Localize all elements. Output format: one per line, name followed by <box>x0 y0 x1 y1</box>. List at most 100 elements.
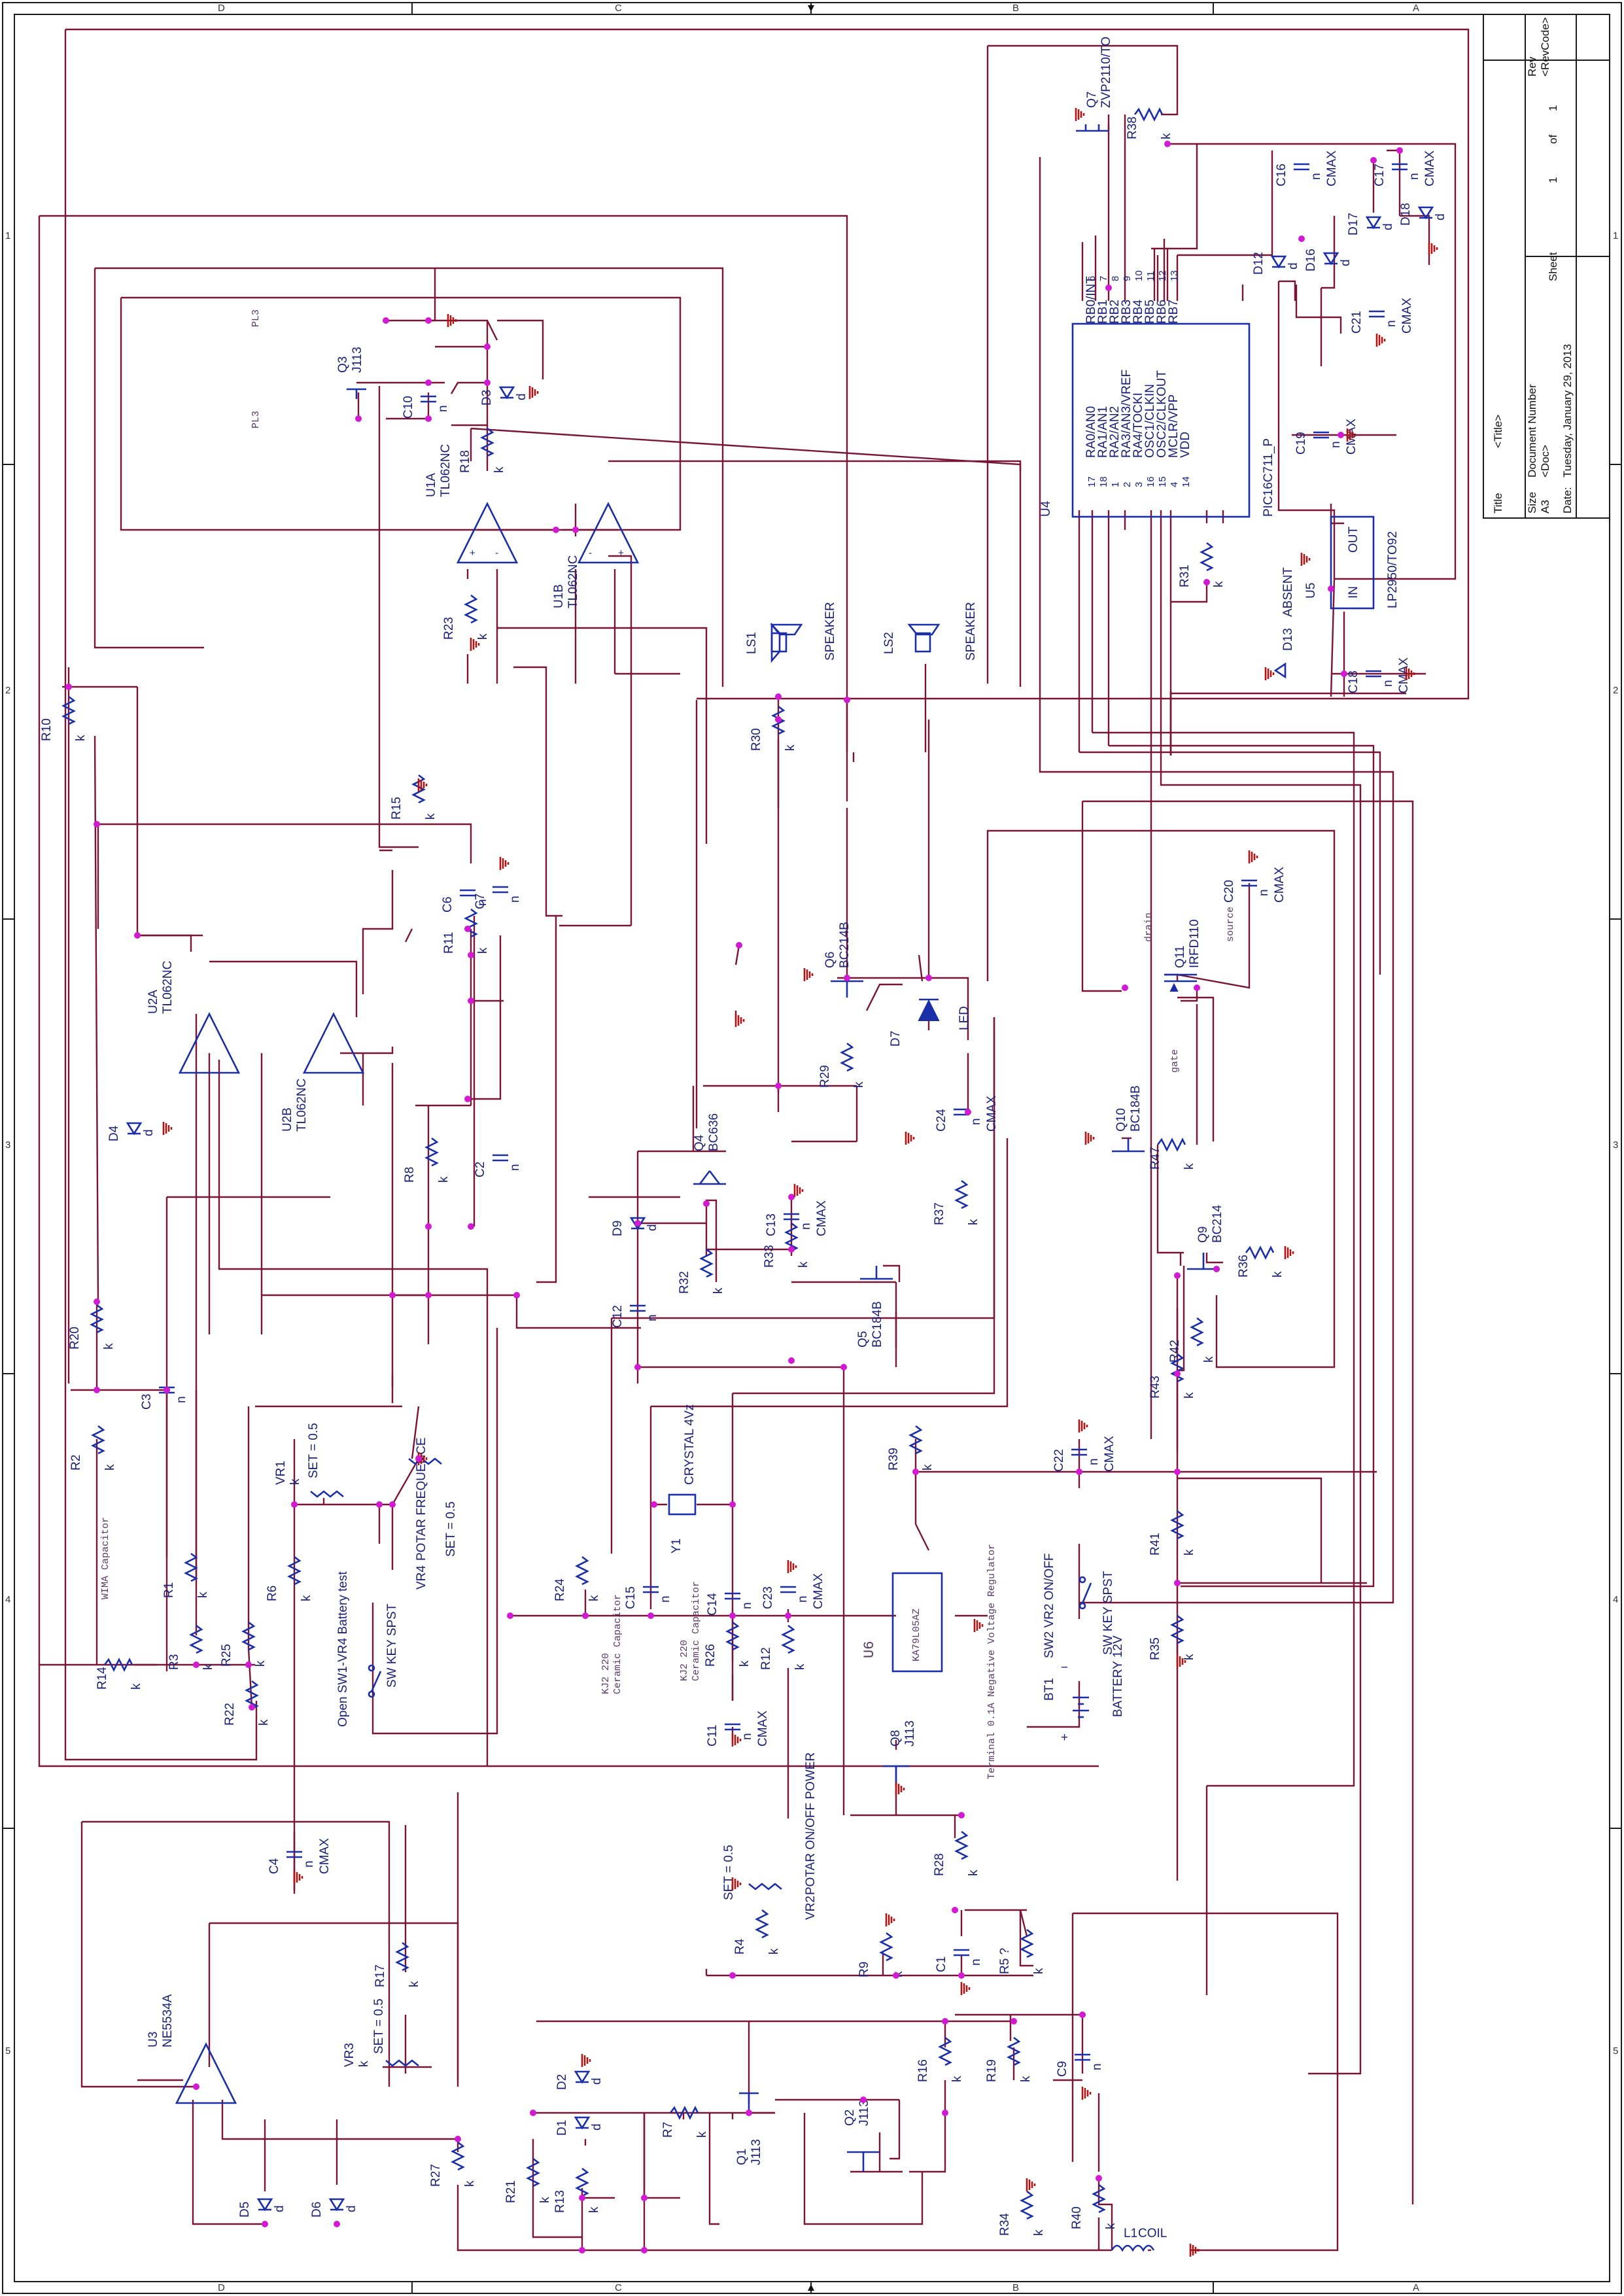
junction-dot <box>925 975 932 981</box>
junction-dot <box>1203 579 1210 585</box>
diode-unit: d <box>142 1129 156 1136</box>
resistor-ref: R13 <box>553 2190 567 2213</box>
ls1-part: SPEAKER <box>823 602 837 661</box>
pic-pin-number: 6 <box>1086 276 1097 281</box>
u1b-ref: U1B <box>552 584 566 608</box>
junction-dot <box>383 317 389 324</box>
junction-dot <box>262 2221 268 2227</box>
q4-part: BC636 <box>707 1113 721 1151</box>
diode-ref: D3 <box>480 390 494 406</box>
capacitor-ref: C14 <box>706 1593 719 1616</box>
junction-dot <box>291 1501 298 1508</box>
pic-pin-label: RA3/AN3/VREF <box>1120 370 1133 458</box>
pl3-label-2: PL3 <box>251 411 262 428</box>
pic-pin-label: RA1/AN1 <box>1096 406 1110 458</box>
docnum-label: Document Number <box>1526 384 1538 478</box>
capacitor-value: CMAX <box>1397 657 1411 693</box>
resistor-value: k <box>492 466 506 473</box>
diode-d2 <box>574 2070 591 2084</box>
resistor-r11 <box>464 908 478 938</box>
q2-ref: Q2 <box>843 2110 857 2126</box>
resistor-r22 <box>245 1680 259 1710</box>
diode-unit: d <box>1339 259 1353 266</box>
resistor-value: k <box>130 1683 143 1690</box>
junction-dot <box>1105 285 1112 291</box>
resistor-r6 <box>287 1556 302 1586</box>
vr3-val: k <box>357 2061 371 2067</box>
resistor-value: k <box>538 2197 552 2203</box>
u5-part: LP2950/TO92 <box>1386 531 1400 608</box>
diode-unit: d <box>515 393 528 400</box>
pic-pin-number: 4 <box>1169 482 1180 487</box>
resistor-value: k <box>463 2180 477 2187</box>
junction-dot <box>1174 1272 1181 1279</box>
resistor-ref: R18 <box>458 450 472 473</box>
q6-part: BC214B <box>838 922 852 968</box>
capacitor-value: CMAX <box>1345 419 1358 455</box>
resistor-r32 <box>699 1248 714 1278</box>
junction-dot <box>94 1298 100 1305</box>
resistor-ref: R26 <box>704 1644 717 1667</box>
resistor-r5 <box>1020 1928 1034 1958</box>
zone-letter-top-c: C <box>615 3 622 14</box>
ls2-ref: LS2 <box>882 632 896 654</box>
pic-pin-label: RA0/AN0 <box>1084 406 1098 458</box>
capacitor-unit: n <box>1385 320 1398 327</box>
junction-dot <box>530 2110 536 2116</box>
pic-pin-label: RB6 <box>1155 300 1169 324</box>
capacitor-unit: n <box>796 1595 810 1603</box>
junction-dot <box>164 1387 170 1393</box>
resistor-value: k <box>1271 1271 1285 1278</box>
resistor-value: k <box>257 1719 271 1726</box>
resistor-value: k <box>424 813 438 820</box>
resistor-value: k <box>196 1592 210 1598</box>
q7-ref: Q7 <box>1085 92 1099 108</box>
rev-label: Rev <box>1526 56 1538 77</box>
zone-number-right-3: 3 <box>1613 1139 1618 1151</box>
resistor-value: k <box>102 1343 116 1349</box>
diode-ref: D5 <box>238 2202 252 2218</box>
pic-pin-number: 1 <box>1110 482 1121 487</box>
resistor-ref: R36 <box>1237 1255 1251 1278</box>
resistor-value: k <box>950 2076 964 2082</box>
zone-letter-bottom-d: D <box>218 2282 225 2293</box>
resistor-ref: R33 <box>763 1245 776 1268</box>
junction-dot <box>425 317 432 324</box>
pic-pin-number: 10 <box>1133 270 1145 281</box>
resistor-value: k <box>1160 133 1173 139</box>
resistor-value: k <box>767 1948 781 1955</box>
u1b-part: TL062NC <box>566 555 580 608</box>
capacitor-ref: C13 <box>765 1213 778 1236</box>
resistor-ref: R40 <box>1070 2206 1084 2229</box>
resistor-r23 <box>464 594 478 624</box>
u6-ref: U6 <box>861 1641 878 1658</box>
resistor-value: k <box>921 1464 935 1470</box>
vr1-ref: VR1 <box>274 1461 288 1485</box>
pic-pin-number: 16 <box>1145 476 1156 487</box>
capacitor-ref: C4 <box>268 1858 281 1874</box>
q10-ref: Q10 <box>1114 1108 1128 1132</box>
capacitor-value: CMAX <box>756 1711 770 1747</box>
resistor-r47 <box>1156 1138 1186 1152</box>
ls2-part: SPEAKER <box>964 602 978 661</box>
junction-dot <box>788 1194 795 1200</box>
resistor-value: k <box>1183 1392 1196 1399</box>
resistor-r17 <box>395 1941 409 1972</box>
diode-ref: D6 <box>310 2202 324 2218</box>
vr4-set: SET = 0.5 <box>444 1501 458 1557</box>
resistor-r3 <box>189 1624 203 1654</box>
pic-pin-label: RB7 <box>1167 300 1181 324</box>
resistor-ref: R22 <box>223 1703 237 1726</box>
capacitor-ref: C10 <box>402 396 415 419</box>
resistor-r30 <box>771 705 786 735</box>
junction-dot <box>572 527 579 533</box>
resistor-r27 <box>451 2141 465 2171</box>
resistor-ref: R17 <box>373 1964 387 1987</box>
junction-dot <box>844 975 850 981</box>
q11-part: IRFD110 <box>1188 919 1201 968</box>
pic-pin-label: RB3 <box>1120 300 1133 324</box>
